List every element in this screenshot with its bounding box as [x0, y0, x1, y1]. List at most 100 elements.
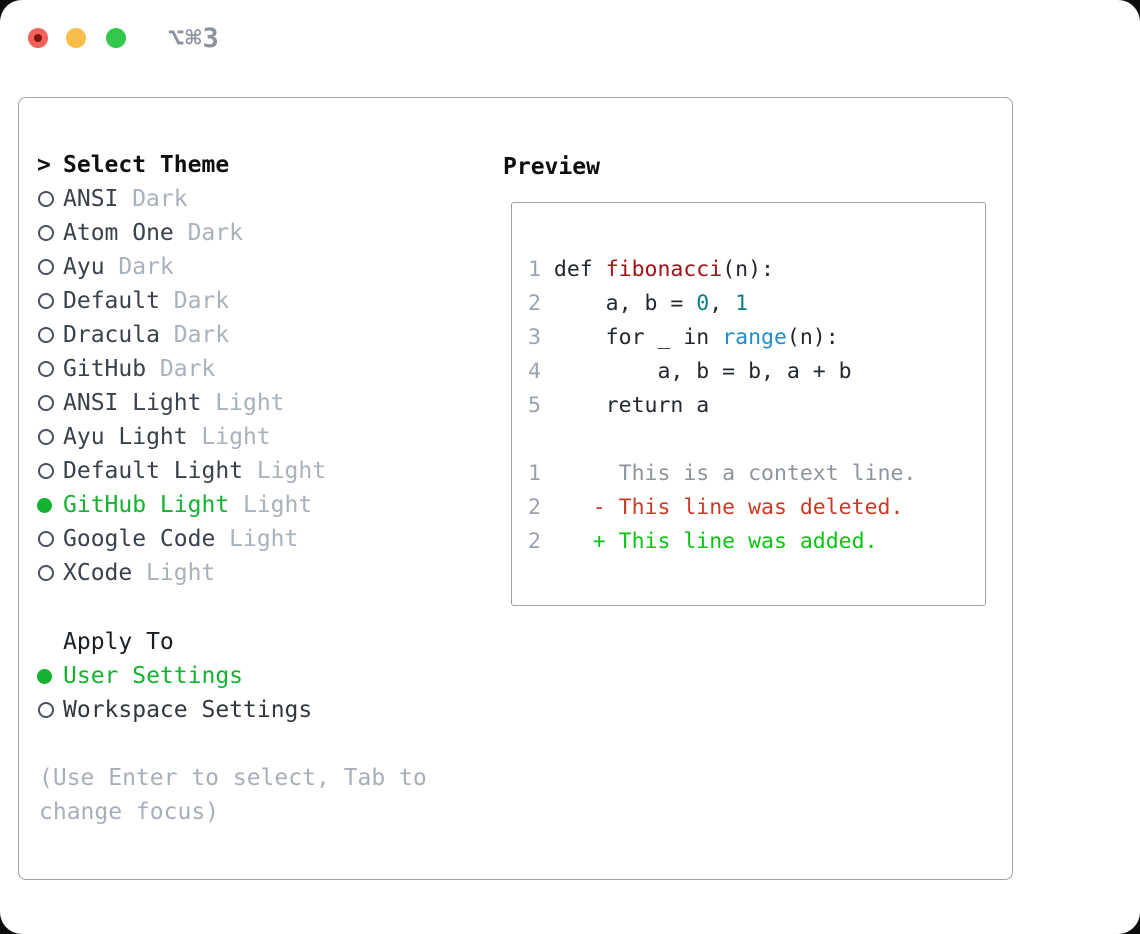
zoom-button[interactable]	[106, 28, 126, 48]
line-number: 1	[528, 461, 541, 486]
radio-icon	[38, 327, 54, 343]
theme-name: Atom One	[63, 220, 174, 246]
theme-option-google-code[interactable]: Google Code Light	[37, 522, 487, 556]
code-line: 4 a, b = b, a + b	[528, 355, 977, 389]
minimize-button[interactable]	[66, 28, 86, 48]
theme-variant-tag: Light	[242, 492, 313, 518]
close-dot-icon	[34, 34, 42, 42]
theme-name: Default	[63, 288, 160, 314]
help-text: (Use Enter to select, Tab to change focus…	[39, 761, 499, 829]
theme-variant-tag: Dark	[159, 356, 216, 382]
preview-title: Preview	[503, 154, 600, 180]
titlebar: ⌥⌘3	[0, 0, 1140, 97]
theme-name: Ayu	[63, 254, 105, 280]
theme-variant-tag: Light	[215, 390, 285, 416]
theme-option-github[interactable]: GitHub Dark	[37, 352, 487, 386]
theme-option-atom-one[interactable]: Atom One Dark	[37, 216, 487, 250]
code-segment-code: for _ in	[553, 325, 723, 350]
code-segment-code: (n):	[722, 257, 774, 282]
radio-icon	[38, 429, 54, 445]
theme-name: ANSI	[63, 186, 119, 212]
line-number: 2	[528, 495, 541, 520]
code-segment-builtin: range	[722, 325, 787, 350]
code-segment-code: a, b = b, a + b	[553, 359, 852, 384]
line-number: 1	[528, 257, 541, 282]
apply-option-label: Workspace Settings	[63, 697, 313, 723]
radio-cell	[37, 327, 63, 343]
radio-cell	[37, 225, 63, 241]
window-shortcut-label: ⌥⌘3	[168, 23, 220, 54]
theme-name: ANSI Light	[63, 390, 202, 416]
help-line: change focus)	[39, 799, 220, 825]
code-segment-number: 1	[735, 291, 749, 316]
radio-icon	[38, 463, 54, 479]
radio-icon	[38, 565, 54, 581]
apply-option-workspace-settings[interactable]: Workspace Settings	[37, 693, 487, 727]
radio-icon	[38, 395, 54, 411]
theme-option-ansi-light[interactable]: ANSI Light Light	[37, 386, 487, 420]
theme-variant-tag: Dark	[173, 288, 230, 314]
theme-name: Default Light	[63, 458, 244, 484]
select-theme-header: > Select Theme	[37, 148, 487, 182]
radio-cell	[37, 361, 63, 377]
code-segment-code: ,	[709, 291, 736, 316]
code-segment-code: def	[553, 257, 606, 282]
apply-to-header: Apply To	[37, 625, 487, 659]
radio-cell	[37, 259, 63, 275]
apply-to-title: Apply To	[63, 629, 174, 655]
code-segment-code: (n):	[786, 325, 839, 350]
apply-option-label: User Settings	[63, 663, 244, 689]
code-segment-func: fibonacci	[605, 257, 723, 282]
radio-icon	[38, 531, 54, 547]
line-number: 3	[528, 325, 541, 350]
theme-variant-tag: Light	[229, 526, 299, 552]
code-line: 2 a, b = 0, 1	[528, 287, 977, 321]
radio-cell	[37, 497, 63, 513]
radio-selected-icon	[37, 497, 52, 513]
radio-cell	[37, 191, 63, 207]
radio-icon	[38, 702, 54, 718]
theme-name: Dracula	[63, 322, 160, 348]
theme-name: GitHub	[63, 356, 147, 382]
close-button[interactable]	[28, 28, 48, 48]
code-segment-context: This is a context line.	[553, 461, 917, 486]
radio-icon	[38, 225, 54, 241]
code-line: 5 return a	[528, 389, 977, 423]
line-number: 5	[528, 393, 541, 418]
code-line	[528, 423, 977, 457]
theme-variant-tag: Dark	[187, 220, 243, 246]
apply-option-user-settings[interactable]: User Settings	[37, 659, 487, 693]
line-number: 2	[528, 529, 541, 554]
prompt-icon: >	[37, 152, 51, 178]
radio-cell	[37, 395, 63, 411]
theme-variant-tag: Light	[146, 560, 216, 586]
radio-icon	[38, 259, 54, 275]
radio-icon	[38, 293, 54, 309]
theme-variant-tag: Light	[256, 458, 327, 484]
code-segment-code: return a	[553, 393, 710, 418]
radio-icon	[38, 361, 54, 377]
code-line: 1 This is a context line.	[528, 457, 977, 491]
theme-option-default[interactable]: Default Dark	[37, 284, 487, 318]
line-number: 2	[528, 291, 541, 316]
theme-name: Google Code	[63, 526, 216, 552]
radio-cell	[37, 463, 63, 479]
code-segment-deleted: - This line was deleted.	[553, 495, 904, 520]
code-segment-added: + This line was added.	[553, 529, 878, 554]
radio-icon	[38, 191, 54, 207]
theme-option-default-light[interactable]: Default Light Light	[37, 454, 487, 488]
help-line: (Use Enter to select, Tab to	[39, 765, 427, 791]
